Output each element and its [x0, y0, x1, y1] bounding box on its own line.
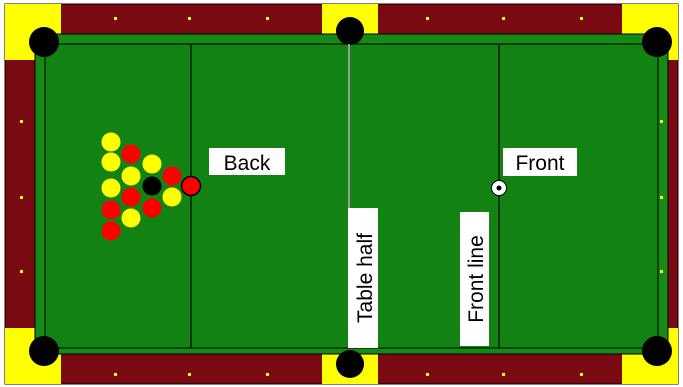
- pocket-top-middle: [336, 17, 364, 45]
- diamond: [426, 17, 429, 20]
- back-label-text: Back: [224, 152, 271, 175]
- diamond: [502, 373, 505, 376]
- ball-red: [122, 188, 141, 207]
- front-label-text: Front: [515, 152, 564, 175]
- table-half-label-text: Table half: [354, 233, 377, 323]
- front-line-label: Front line: [460, 212, 489, 346]
- ball-yellow: [122, 209, 141, 228]
- back-label: Back: [209, 148, 285, 175]
- ball-yellow: [102, 133, 121, 152]
- pocket-top-left: [29, 27, 59, 57]
- ball-yellow: [102, 153, 121, 172]
- ball-red: [182, 177, 201, 196]
- diamond: [188, 17, 191, 20]
- pocket-bottom-left: [29, 336, 59, 366]
- ball-red: [143, 199, 162, 218]
- diamond: [660, 196, 663, 199]
- diamond: [266, 17, 269, 20]
- ball-red: [102, 222, 121, 241]
- diamond: [426, 373, 429, 376]
- diamond: [580, 373, 583, 376]
- diamond: [114, 373, 117, 376]
- diamond: [114, 17, 117, 20]
- diamond: [266, 373, 269, 376]
- diamond: [660, 270, 663, 273]
- ball-yellow: [163, 188, 182, 207]
- diamond: [20, 196, 23, 199]
- diamond: [188, 373, 191, 376]
- table-half-label: Table half: [348, 208, 378, 348]
- cue-ball-spot: [497, 186, 502, 191]
- diamond: [20, 120, 23, 123]
- ball-red: [122, 145, 141, 164]
- ball-black: [143, 177, 162, 196]
- diamond: [660, 120, 663, 123]
- ball-red: [102, 201, 121, 220]
- ball-yellow: [122, 167, 141, 186]
- front-line-label-text: Front line: [465, 235, 488, 323]
- pocket-bottom-right: [642, 336, 672, 366]
- diamond: [20, 270, 23, 273]
- ball-yellow: [102, 179, 121, 198]
- ball-yellow: [143, 155, 162, 174]
- pocket-top-right: [642, 27, 672, 57]
- front-label: Front: [503, 148, 577, 176]
- pocket-bottom-middle: [336, 350, 364, 378]
- diamond: [580, 17, 583, 20]
- diamond: [502, 17, 505, 20]
- ball-red: [163, 167, 182, 186]
